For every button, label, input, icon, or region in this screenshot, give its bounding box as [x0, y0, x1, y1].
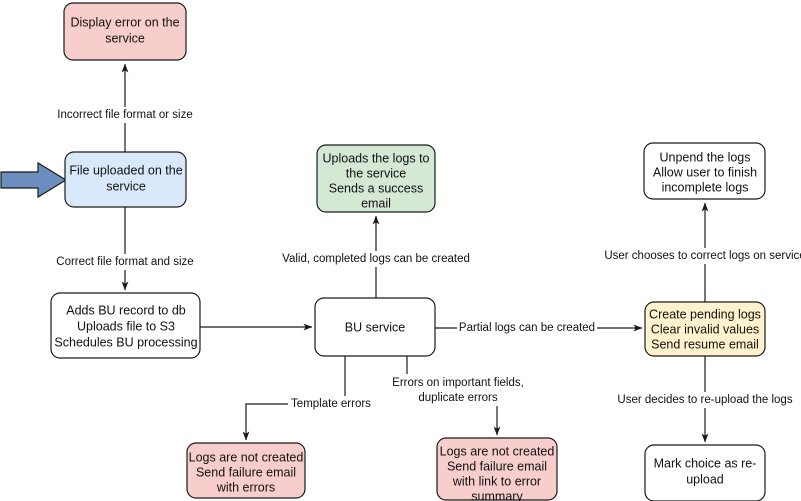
edge-partial-logs-can-be-created: Partial logs can be created [435, 320, 643, 336]
node-display-error-line-2: service [105, 31, 145, 45]
node-file-uploaded-line-1: File uploaded on the [69, 163, 182, 177]
node-create-pending-logs-line-2: Clear invalid values [651, 322, 759, 336]
node-logs-are-not-created-with-errors[interactable]: Logs are not created Send failure email … [186, 442, 306, 499]
node-uploads-logs-line-2: the service [346, 166, 406, 180]
edge-label-errors-important-fields-line2: duplicate errors [418, 392, 498, 404]
node-logs-not-created-errors-line-2: Send failure email [196, 465, 296, 479]
node-logs-not-created-errors-line-3: with errors [216, 480, 275, 494]
edge-label-user-decides-reupload: User decides to re-upload the logs [617, 394, 792, 406]
node-unpend-logs-line-2: Allow user to finish [653, 165, 757, 179]
node-unpend-the-logs[interactable]: Unpend the logs Allow user to finish inc… [643, 142, 766, 200]
edge-errors-on-important-fields: Errors on important fields, duplicate er… [390, 356, 526, 436]
node-unpend-logs-line-3: incomplete logs [662, 180, 749, 194]
node-display-error-on-the-service[interactable]: Display error on the service [63, 2, 187, 61]
node-logs-not-created-link-line-3: with link to error [452, 474, 541, 488]
edge-user-chooses-to-correct-logs-on-service: User chooses to correct logs on service [604, 202, 801, 302]
edge-valid-completed-logs-can-be-created: Valid, completed logs can be created [282, 215, 470, 298]
edge-user-decides-to-re-upload-the-logs: User decides to re-upload the logs [615, 356, 795, 443]
edge-label-incorrect-file-format: Incorrect file format or size [57, 109, 192, 121]
node-logs-not-created-link-line-2: Send failure email [447, 459, 547, 473]
node-uploads-logs-line-3: Sends a success [329, 181, 424, 195]
node-file-uploaded-on-the-service[interactable]: File uploaded on the service [64, 151, 187, 208]
node-create-pending-logs-line-3: Send resume email [651, 337, 759, 351]
node-file-uploaded-line-2: service [106, 179, 146, 193]
node-uploads-logs-line-1: Uploads the logs to [322, 151, 429, 165]
node-create-pending-logs[interactable]: Create pending logs Clear invalid values… [644, 301, 766, 357]
edge-label-user-chooses-correct-logs: User chooses to correct logs on service [604, 250, 801, 262]
node-adds-bu-record-line-3: Schedules BU processing [54, 335, 197, 349]
node-adds-bu-record-to-db[interactable]: Adds BU record to db Uploads file to S3 … [50, 292, 201, 359]
node-mark-choice-line-1: Mark choice as re- [654, 456, 757, 470]
node-bu-service[interactable]: BU service [314, 297, 436, 357]
node-adds-bu-record-line-1: Adds BU record to db [66, 303, 186, 317]
node-mark-choice-as-re-upload[interactable]: Mark choice as re- upload [644, 444, 766, 501]
node-bu-service-label: BU service [345, 320, 405, 334]
node-logs-not-created-errors-line-1: Logs are not created [189, 450, 304, 464]
node-display-error-line-1: Display error on the [70, 15, 179, 29]
edge-incorrect-file-format-or-size: Incorrect file format or size [54, 63, 196, 152]
node-uploads-logs-line-4: email [361, 196, 391, 210]
edge-correct-file-format-and-size: Correct file format and size [56, 207, 194, 291]
node-logs-are-not-created-with-link[interactable]: Logs are not created Send failure email … [436, 437, 558, 501]
start-block-arrow [0, 161, 68, 199]
edge-template-errors: Template errors [242, 356, 374, 441]
node-unpend-logs-line-1: Unpend the logs [659, 150, 750, 164]
node-logs-not-created-link-line-1: Logs are not created [440, 444, 555, 458]
edge-label-valid-completed-logs: Valid, completed logs can be created [282, 253, 470, 265]
edge-label-template-errors: Template errors [291, 398, 371, 410]
node-logs-not-created-link-line-4: summary [471, 489, 523, 501]
edge-label-correct-file-format: Correct file format and size [56, 256, 193, 268]
node-mark-choice-line-2: upload [686, 472, 724, 486]
edge-label-errors-important-fields-line1: Errors on important fields, [392, 377, 524, 389]
edge-label-partial-logs: Partial logs can be created [459, 322, 595, 334]
node-adds-bu-record-line-2: Uploads file to S3 [77, 319, 175, 333]
node-uploads-the-logs-to-the-service[interactable]: Uploads the logs to the service Sends a … [316, 144, 436, 213]
node-create-pending-logs-line-1: Create pending logs [649, 307, 761, 321]
